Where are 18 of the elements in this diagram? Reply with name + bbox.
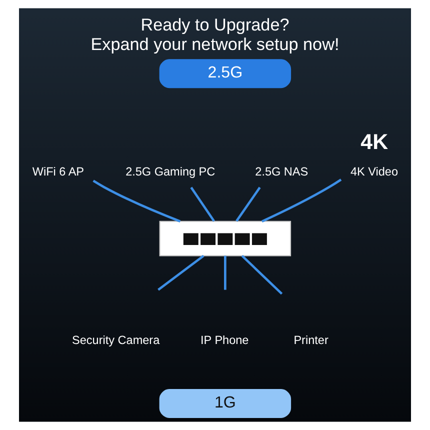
node-text: Printer xyxy=(294,334,328,347)
node-picture xyxy=(159,220,292,256)
connector xyxy=(241,254,283,295)
connector xyxy=(236,186,261,222)
node-text: IP Phone xyxy=(200,334,249,347)
node-text: WiFi 6 AP xyxy=(32,166,84,179)
connector xyxy=(92,180,181,222)
diagram-title: Ready to Upgrade? Expand your network setup now! xyxy=(90,14,340,54)
node-text: Security Camera xyxy=(72,334,160,347)
node-text: 2.5G NAS xyxy=(255,166,308,179)
connector xyxy=(190,186,215,222)
node-box: 1G xyxy=(159,389,292,418)
node-box: 2.5G xyxy=(159,59,292,88)
node-text: 4K 4K Video xyxy=(350,130,398,179)
node-text: 2.5G Gaming PC xyxy=(126,166,216,179)
connector xyxy=(262,178,342,222)
connector xyxy=(158,254,204,291)
connector xyxy=(224,256,226,290)
